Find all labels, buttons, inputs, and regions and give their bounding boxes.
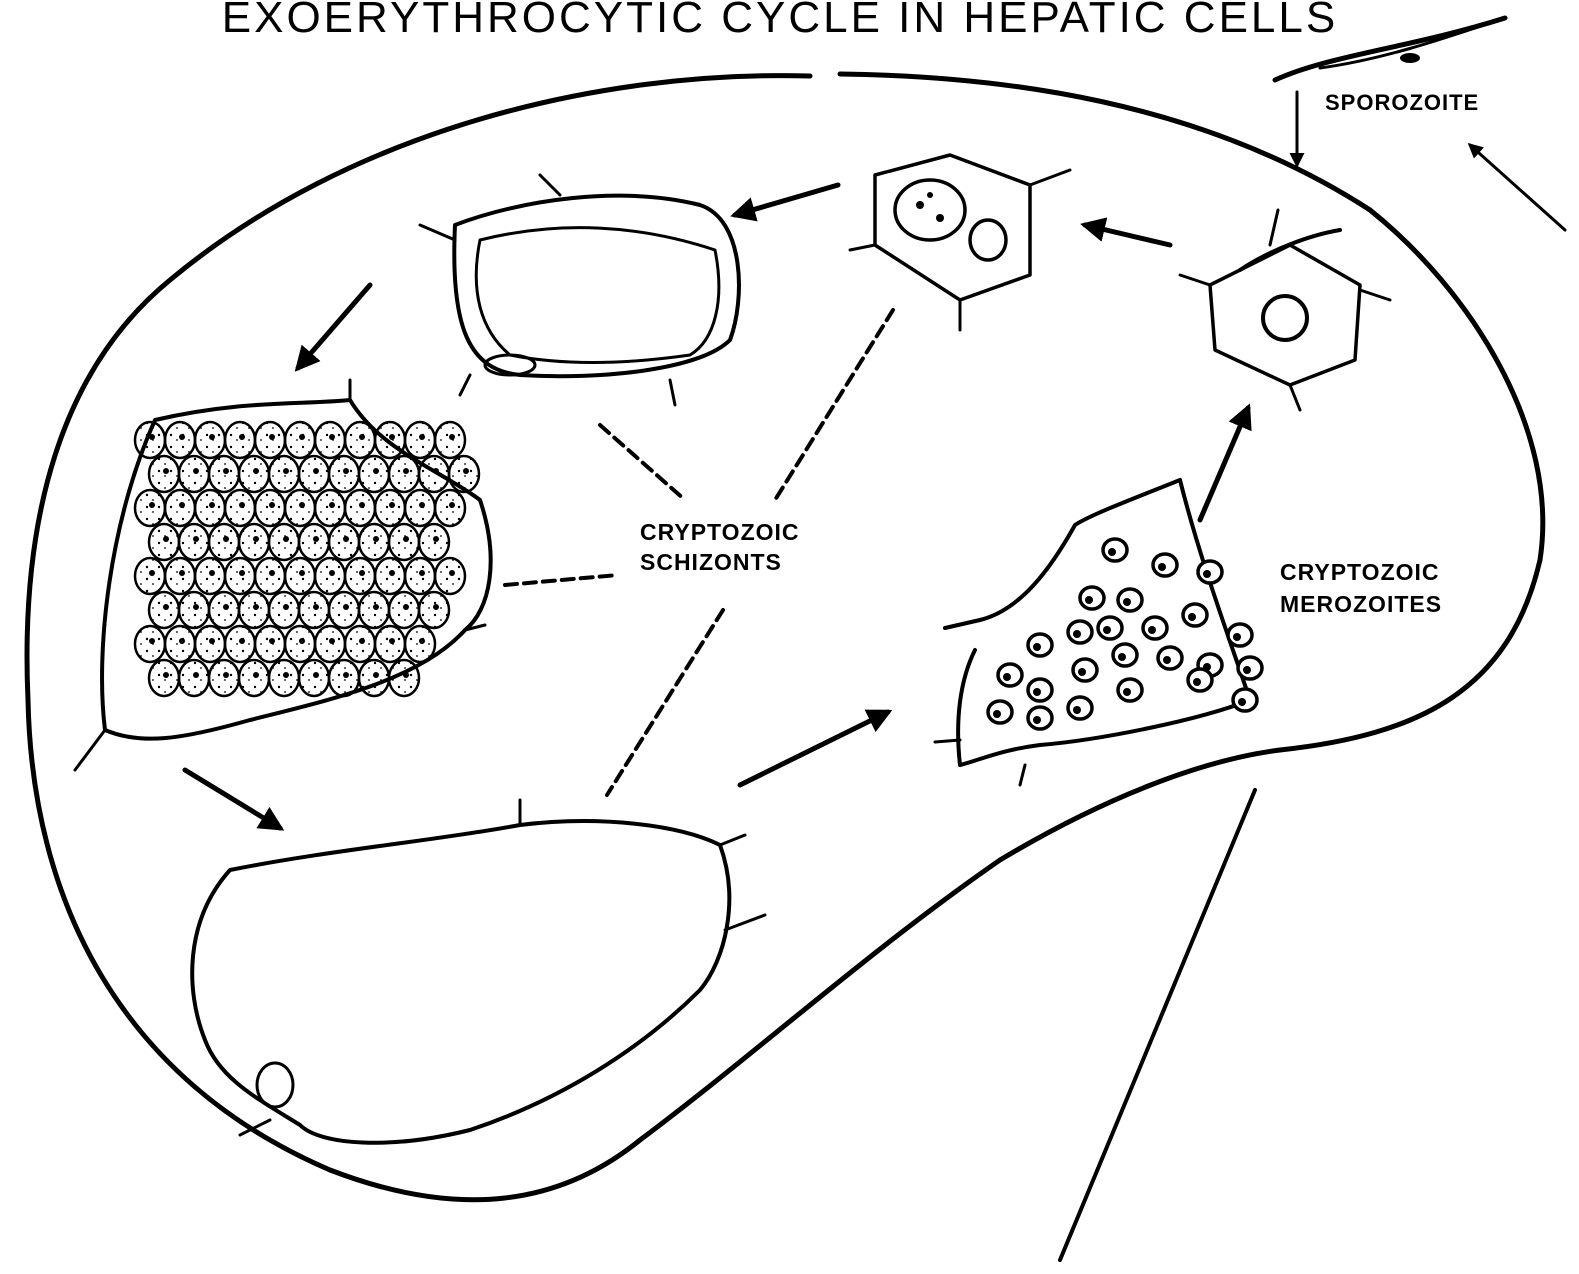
sporozoite-label: SPOROZOITE: [1325, 90, 1479, 115]
return-arrow: [1470, 145, 1565, 230]
arrow-release-to-cell1: [1200, 408, 1248, 520]
liver-duct-line: [1060, 790, 1255, 1260]
arrow-segmenting-to-release: [740, 712, 888, 785]
schizonts-label-line1: CRYPTOZOIC: [640, 519, 800, 545]
merozoites-label-line1: CRYPTOZOIC: [1280, 559, 1440, 585]
merozoites-label-line2: MEROZOITES: [1280, 591, 1442, 617]
pointer-cell2: [775, 310, 893, 500]
pointer-growing: [600, 425, 685, 500]
arrow-growing-to-mature: [298, 285, 370, 368]
schizont-segments: [135, 422, 479, 696]
growing-schizont: [420, 175, 739, 405]
schizonts-label-line2: SCHIZONTS: [640, 549, 782, 575]
diagram-title: EXOERYTHROCYTIC CYCLE IN HEPATIC CELLS: [222, 0, 1338, 42]
arrow-cell2-to-growing: [735, 185, 838, 215]
arrow-mature-to-segmenting: [185, 770, 280, 828]
segmenting-schizont: [192, 800, 765, 1143]
pointer-segmenting: [607, 610, 723, 795]
arrow-cell1-to-cell2: [1085, 225, 1170, 245]
hepatic-cell-infection: [1180, 210, 1390, 410]
merozoite-cluster: [988, 539, 1262, 729]
hepatic-cell-early-schizont: [850, 155, 1070, 330]
pointer-mature: [505, 575, 618, 585]
